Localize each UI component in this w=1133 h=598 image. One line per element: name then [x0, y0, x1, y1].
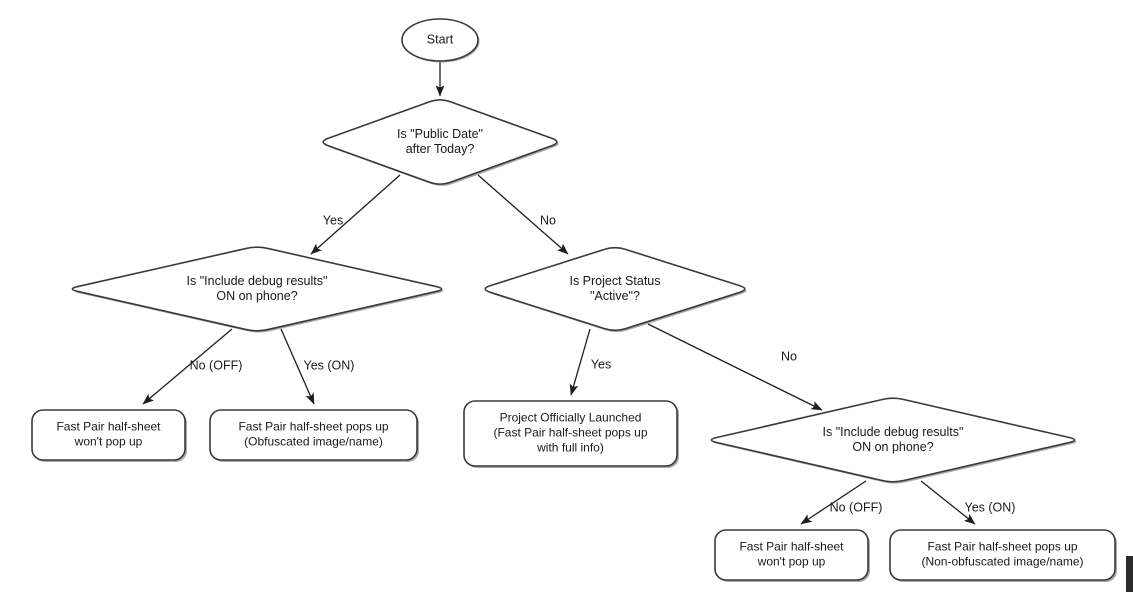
- edge-e-debugleft-off: [142, 328, 233, 405]
- node-shape-diamond: [484, 246, 746, 332]
- edge-label-e-date-no: No: [540, 213, 556, 227]
- node-shape-rounded-rect: [209, 409, 418, 461]
- node-text-line: Fast Pair half-sheet pops up: [927, 540, 1077, 554]
- node-shape-diamond: [322, 99, 558, 185]
- node-t-left-on[interactable]: Fast Pair half-sheet pops up(Obfuscated …: [209, 409, 419, 462]
- node-text-line: ON on phone?: [852, 440, 933, 454]
- edges-layer: [142, 61, 976, 525]
- node-text-line: "Active"?: [590, 289, 640, 303]
- edge-e-date-yes: [310, 174, 401, 255]
- node-text-line: Start: [427, 32, 454, 46]
- node-text-line: Is "Include debug results": [187, 274, 328, 288]
- node-text-line: Is "Public Date": [397, 127, 483, 141]
- node-shape-rounded-rect: [889, 529, 1116, 581]
- node-d-public-date[interactable]: Is "Public Date"after Today?: [322, 99, 559, 186]
- edge-e-status-no: [647, 323, 823, 411]
- page-edge-artifact: [1126, 556, 1133, 592]
- node-shape-rounded-rect: [31, 409, 186, 461]
- node-text-line: Project Officially Launched: [500, 411, 642, 425]
- node-text-line: (Obfuscated image/name): [244, 435, 383, 449]
- node-shape-diamond: [71, 246, 443, 332]
- edge-e-debugright-on: [920, 480, 976, 525]
- node-shape-rounded-rect: [714, 529, 869, 581]
- node-shape-ellipse: [401, 18, 479, 62]
- node-text-line: Fast Pair half-sheet: [56, 420, 161, 434]
- edge-e-debugleft-on: [280, 328, 315, 405]
- edge-e-status-yes: [569, 328, 591, 396]
- edge-e-debugright-off: [800, 480, 867, 525]
- node-text-line: with full info): [536, 441, 604, 455]
- edge-label-e-status-no: No: [781, 349, 797, 363]
- node-text-line: (Non-obfuscated image/name): [921, 555, 1083, 569]
- node-d-debug-right[interactable]: Is "Include debug results"ON on phone?: [710, 397, 1077, 484]
- node-start[interactable]: Start: [401, 18, 480, 63]
- node-text-line: won't pop up: [74, 435, 143, 449]
- node-text-line: Fast Pair half-sheet: [739, 540, 844, 554]
- node-text-line: after Today?: [406, 142, 475, 156]
- node-text-line: ON on phone?: [216, 289, 297, 303]
- node-text-line: Is "Include debug results": [823, 425, 964, 439]
- node-d-project-status[interactable]: Is Project Status"Active"?: [484, 246, 747, 333]
- edge-e-date-no: [477, 174, 569, 255]
- edge-label-e-debugleft-off: No (OFF): [190, 358, 243, 372]
- node-text-line: won't pop up: [757, 555, 826, 569]
- node-t-right-on[interactable]: Fast Pair half-sheet pops up(Non-obfusca…: [889, 529, 1117, 582]
- node-shape-diamond: [710, 397, 1076, 483]
- node-text-line: (Fast Pair half-sheet pops up: [493, 426, 647, 440]
- node-t-launched[interactable]: Project Officially Launched(Fast Pair ha…: [463, 400, 679, 468]
- edge-label-e-status-yes: Yes: [591, 357, 611, 371]
- node-d-debug-left[interactable]: Is "Include debug results"ON on phone?: [71, 246, 444, 333]
- node-text-line: Fast Pair half-sheet pops up: [238, 420, 388, 434]
- edge-label-e-debugright-on: Yes (ON): [965, 500, 1016, 514]
- node-text-line: Is Project Status: [569, 274, 660, 288]
- node-shape-rounded-rect: [463, 400, 678, 467]
- edge-label-e-debugright-off: No (OFF): [830, 500, 883, 514]
- edge-label-e-debugleft-on: Yes (ON): [304, 358, 355, 372]
- nodes-layer: Start Is "Public Date"after Today? Is "Inc…: [31, 18, 1117, 582]
- edge-label-e-date-yes: Yes: [323, 213, 343, 227]
